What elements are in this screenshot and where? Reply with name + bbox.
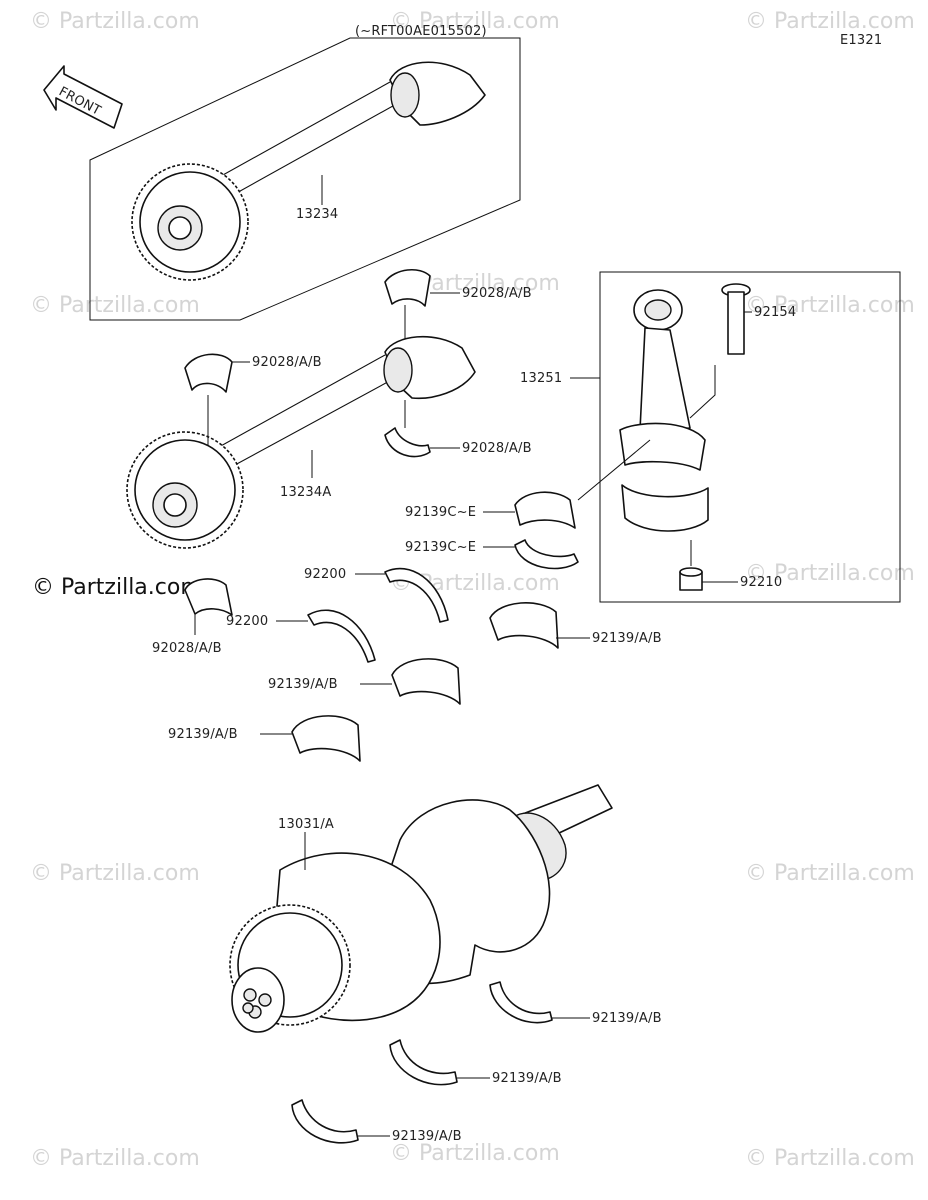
serial-group-box: (~RFT00AE015502) [89,24,521,321]
watermark: © Partzilla.com [30,293,200,318]
front-arrow-icon: FRONT [43,65,123,129]
watermark: © Partzilla.com [745,1146,915,1171]
label-92028-top: 92028/A/B [462,286,532,301]
watermark: © Partzilla.com [30,861,200,886]
watermark: © Partzilla.com [745,9,915,34]
rod-cap [621,484,709,532]
nut-92210 [679,567,703,591]
bearing-92139ce-1 [514,491,576,529]
crankshaft-13031 [229,784,613,1033]
label-92210: 92210 [740,575,782,590]
label-92139-b3: 92139/A/B [392,1129,462,1144]
bearing-92028-left [184,353,233,393]
watermark: © Partzilla.com [30,9,200,34]
label-13251: 13251 [520,371,562,386]
bearing-92139-b2 [389,1039,458,1086]
connecting-rod-13251 [619,289,706,471]
bearing-92139-b3 [291,1099,359,1144]
bolt-92154 [721,283,751,355]
serial-note: (~RFT00AE015502) [355,24,487,39]
balancer-shaft-13234a [126,335,476,549]
label-92139-m1: 92139/A/B [268,677,338,692]
bearing-92028-right [384,427,431,458]
label-92139-b2: 92139/A/B [492,1071,562,1086]
thrust-washer-92200-2 [307,609,376,663]
label-92139-r1: 92139/A/B [592,631,662,646]
label-92154: 92154 [754,305,796,320]
bearing-92139ce-2 [514,539,579,570]
label-92200-1: 92200 [304,567,346,582]
label-92139ce-1: 92139C~E [405,505,476,520]
label-92200-2: 92200 [226,614,268,629]
watermark: © Partzilla.com [390,1141,560,1166]
label-92028-bottom: 92028/A/B [152,641,222,656]
diagram-code: E1321 [840,33,882,48]
label-92028-right: 92028/A/B [462,441,532,456]
thrust-washer-92200-1 [384,567,449,623]
conrod-group-box [599,271,901,603]
label-92139ce-2: 92139C~E [405,540,476,555]
watermark: © Partzilla.com [30,1146,200,1171]
bearing-92139-b1 [489,981,553,1024]
watermark: © Partzilla.com [390,9,560,34]
bearing-92028-bottom [184,578,233,616]
label-92139-b1: 92139/A/B [592,1011,662,1026]
label-92028-left: 92028/A/B [252,355,322,370]
watermark: © Partzilla.com [745,561,915,586]
bearing-92139-r1 [489,602,559,649]
balancer-shaft-13234 [131,61,486,281]
leader-line [577,439,651,501]
copyright-text: © Partzilla.com [32,575,202,600]
watermark: © Partzilla.com [745,293,915,318]
watermark: © Partzilla.com [745,861,915,886]
bearing-92139-l1 [291,715,361,762]
bearing-92139-m1 [391,658,461,705]
label-13031: 13031/A [278,817,334,832]
label-13234a: 13234A [280,485,331,500]
bearing-92028-top [384,269,431,307]
label-92139-l1: 92139/A/B [168,727,238,742]
leader-line [689,365,716,419]
label-13234: 13234 [296,207,338,222]
